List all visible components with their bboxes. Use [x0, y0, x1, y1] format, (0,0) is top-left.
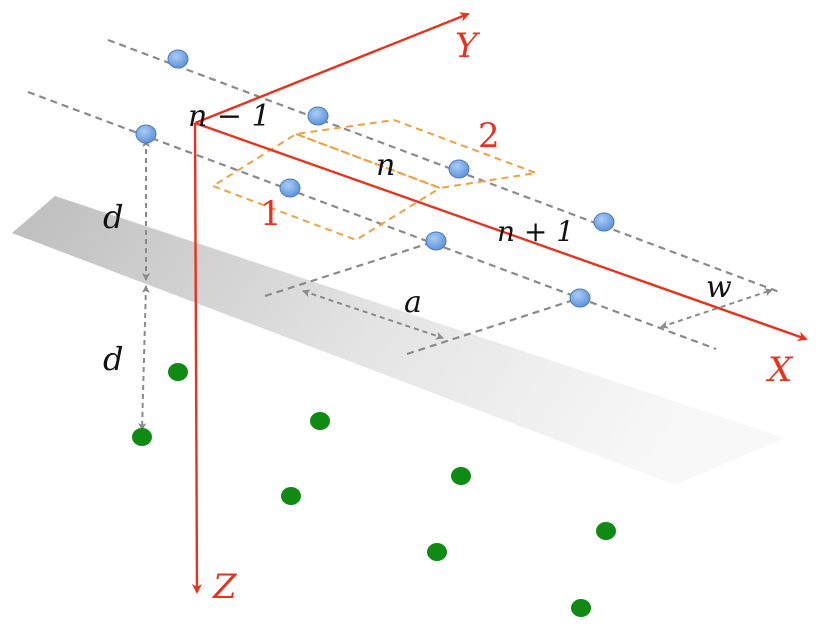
axis-y-line — [194, 12, 470, 125]
lower-atom — [596, 522, 616, 540]
axis-z-line — [191, 122, 202, 594]
upper-atom — [307, 106, 329, 126]
upper-atom — [569, 288, 591, 308]
dimension-w-label: w — [706, 270, 732, 305]
lower-atom — [132, 428, 152, 446]
upper-atom — [593, 212, 615, 232]
lower-atom — [571, 599, 591, 617]
dimension-a-arrow — [302, 289, 444, 340]
lower-atom — [168, 363, 188, 381]
dimension-d-lower-arrow — [138, 285, 150, 431]
zigzag-right — [406, 296, 581, 356]
unit-cell-1-label: 1 — [260, 194, 282, 234]
axis-x-label: X — [765, 350, 794, 390]
chain-label-n-plus-1: n + 1 — [497, 215, 574, 248]
upper-atom — [425, 231, 447, 251]
upper-atom — [448, 159, 470, 179]
zigzag-left — [264, 239, 437, 298]
axis-y-label: Y — [455, 26, 481, 66]
upper-atom — [279, 178, 301, 198]
chain-label-n: n — [376, 148, 395, 183]
axis-x-line — [194, 121, 808, 342]
axis-z-label: Z — [212, 567, 238, 607]
dimension-d-upper-label: d — [103, 198, 123, 236]
lower-atom — [281, 487, 301, 505]
dimension-d-lower-label: d — [103, 340, 123, 378]
dimension-a-label: a — [404, 285, 422, 320]
unit-cell-2-label: 2 — [478, 116, 500, 156]
lower-atom — [310, 412, 330, 430]
upper-atom — [167, 49, 189, 69]
unit-cell-1 — [210, 132, 443, 242]
lower-atom — [427, 543, 447, 561]
upper-atom — [135, 124, 157, 144]
chain-label-n-minus-1: n − 1 — [188, 99, 271, 134]
substrate-plane — [12, 196, 785, 485]
lower-atom — [451, 467, 471, 485]
unit-cell-2 — [295, 118, 540, 190]
